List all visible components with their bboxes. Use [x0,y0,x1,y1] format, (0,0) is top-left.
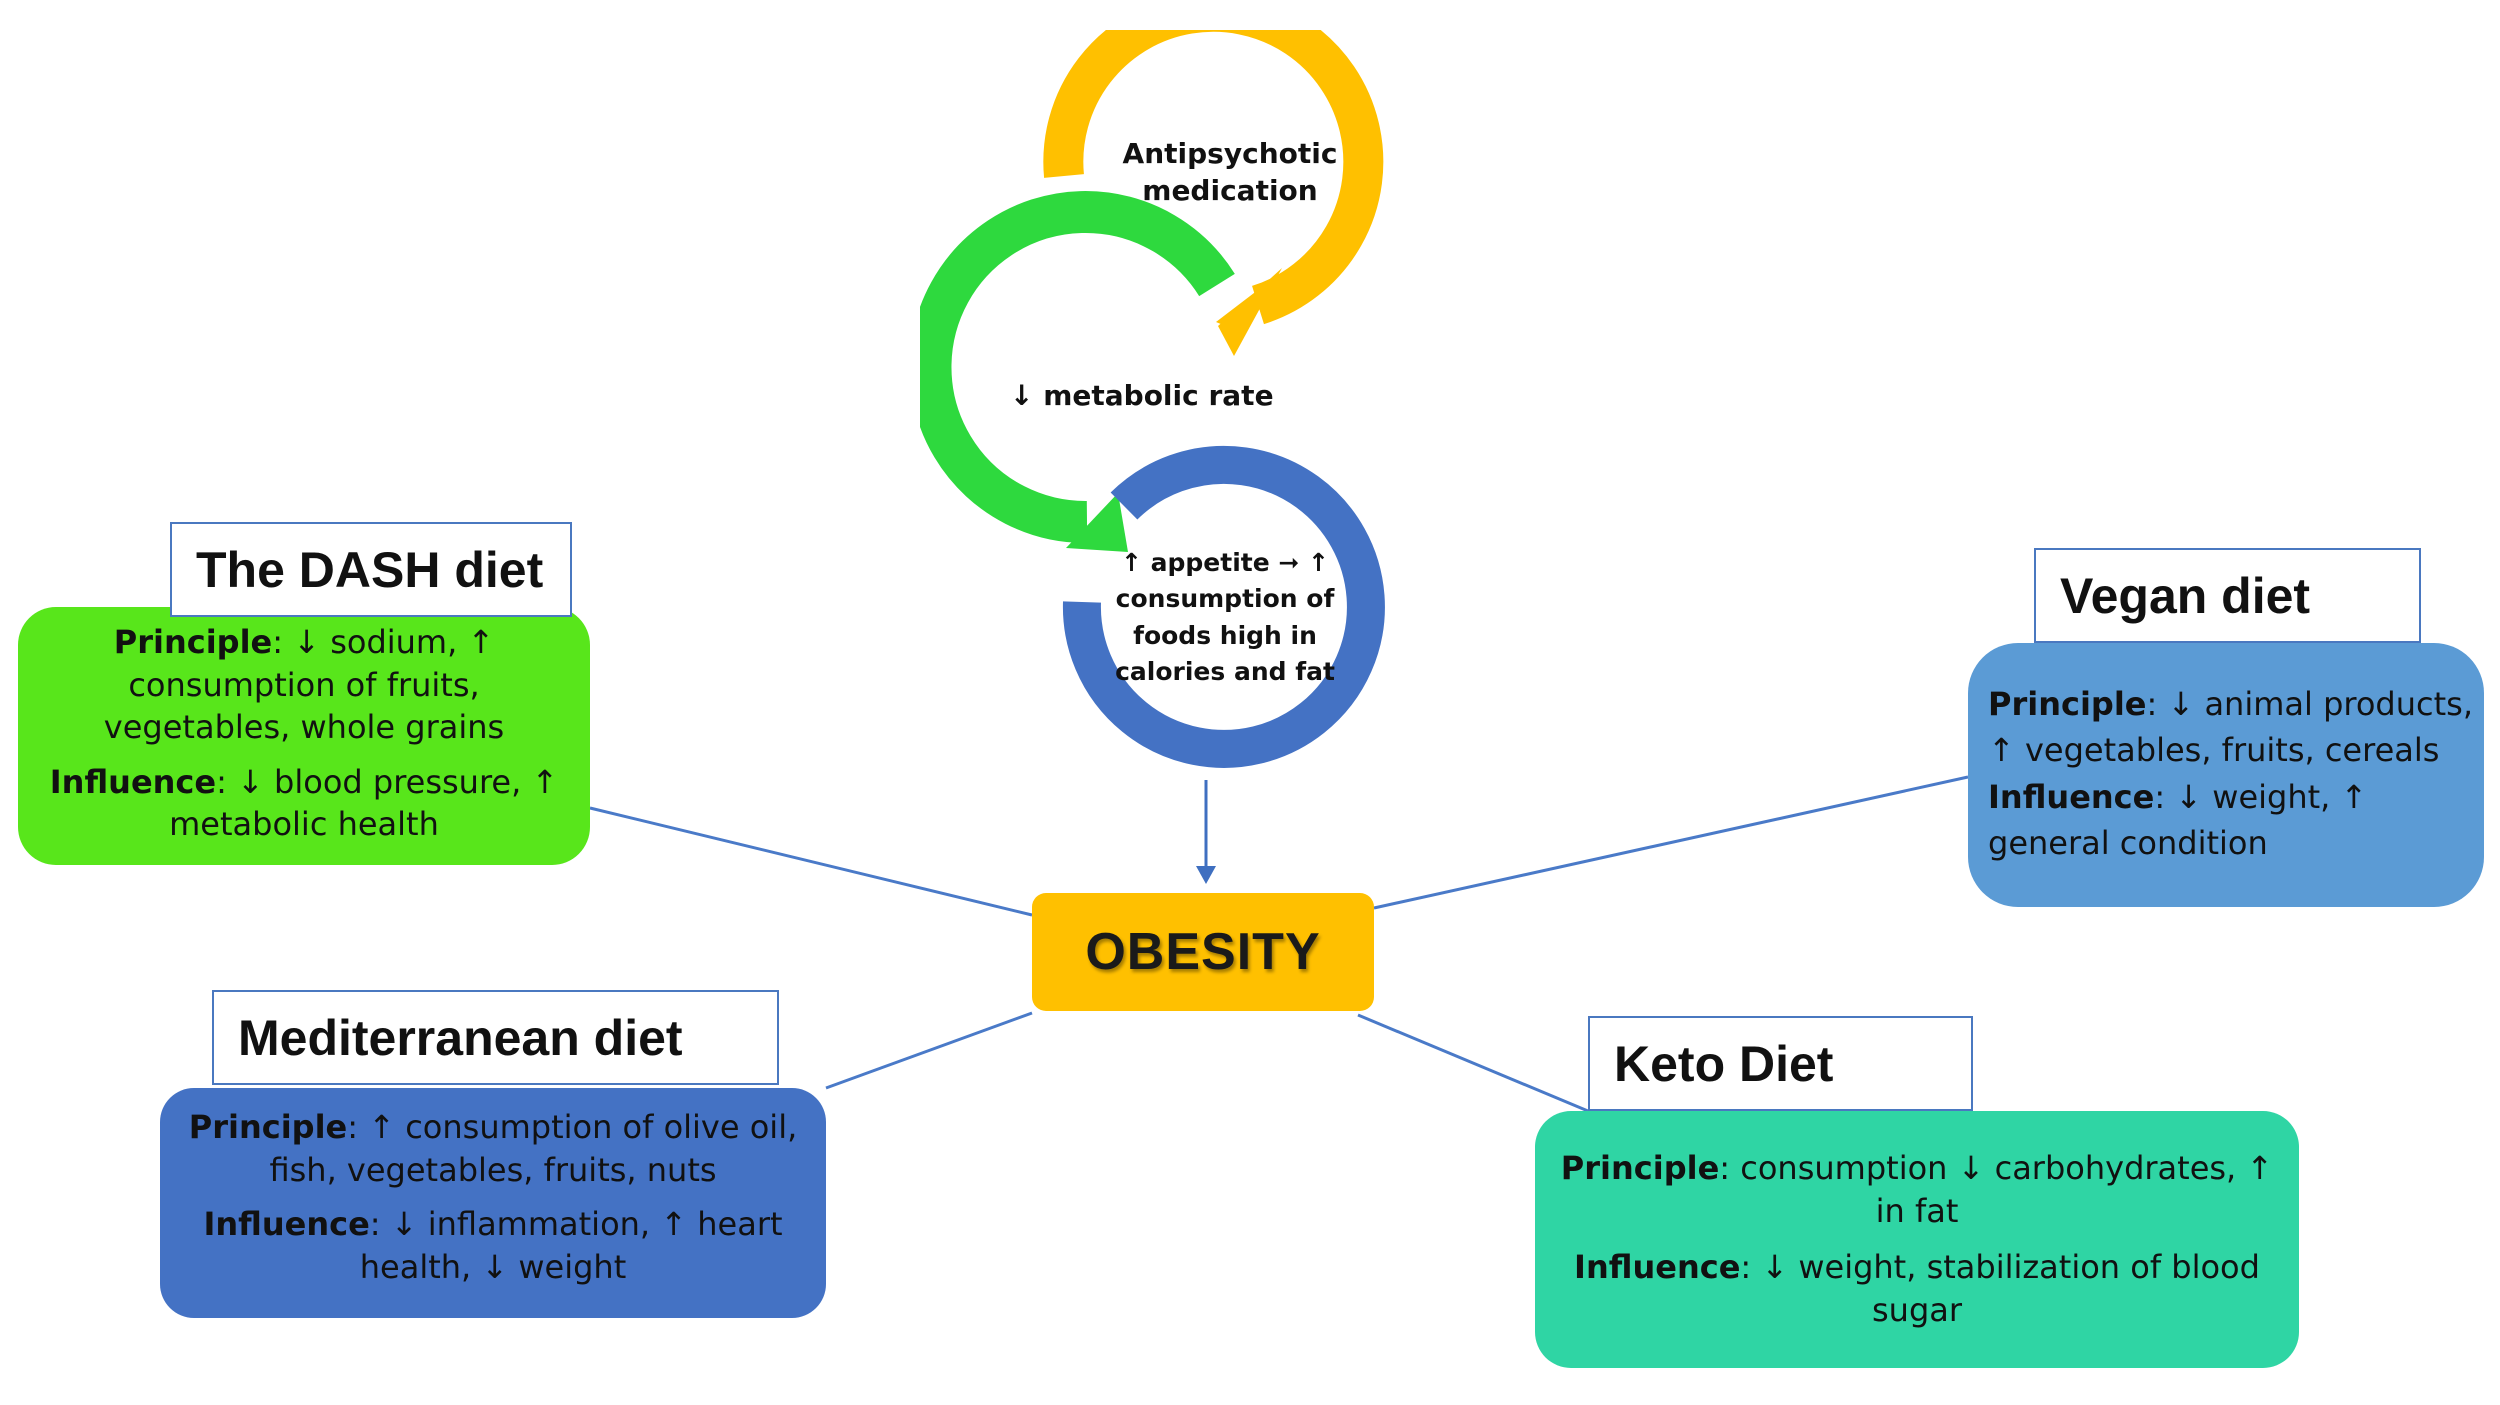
arrowhead-obesity [1196,866,1216,884]
mediterranean-principle-text: : ↑ consumption of olive oil, fish, vege… [269,1108,798,1189]
mediterranean-influence-text: : ↓ inflammation, ↑ heart health, ↓ weig… [359,1205,783,1286]
vegan-diet-title: Vegan diet [2034,548,2421,643]
mediterranean-principle: Principle: ↑ consumption of olive oil, f… [178,1106,808,1191]
connector-keto [1357,1013,1589,1113]
obesity-node: OBESITY [1032,893,1374,1011]
keto-principle-text: : consumption ↓ carbohydrates, ↑ in fat [1719,1149,2274,1230]
keto-influence-text: : ↓ weight, stabilization of blood sugar [1740,1248,2260,1329]
vegan-principle: Principle: ↓ animal products, ↑ vegetabl… [1988,681,2474,774]
keto-diet-title: Keto Diet [1588,1016,1973,1111]
keto-principle: Principle: consumption ↓ carbohydrates, … [1555,1147,2279,1232]
connector-mediterranean [825,1011,1033,1090]
cycle-arrowhead-metabolic [1066,493,1128,552]
obesity-label: OBESITY [1085,923,1321,981]
mediterranean-influence-label: Influence [203,1205,370,1244]
connector-dash [589,806,1033,917]
cycle-arrowhead-antipsychotic-main [1218,268,1282,356]
mediterranean-diet-box: Principle: ↑ consumption of olive oil, f… [160,1088,826,1318]
cycle-label-appetite-line2: consumption of [1115,584,1335,614]
vegan-diet-box: Principle: ↓ animal products, ↑ vegetabl… [1968,643,2484,907]
vegan-influence-text: : ↓ weight, ↑ general condition [1988,777,2368,863]
cycle-label-metabolic: ↓ metabolic rate [1010,379,1274,412]
dash-influence: Influence: ↓ blood pressure, ↑ metabolic… [36,761,572,846]
cycle-label-appetite-line1: ↑ appetite ➞ ↑ [1121,548,1329,577]
cycle-diagram [920,30,1385,768]
cycle-label-antipsychotic: Antipsychotic medication [1100,136,1360,210]
dash-influence-label: Influence [49,762,217,801]
dash-principle-label: Principle [113,623,273,661]
cycle-label-appetite-line3: foods high in [1133,620,1317,650]
vegan-influence: Influence: ↓ weight, ↑ general condition [1988,774,2474,867]
cycle-arrow-metabolic [920,191,1235,544]
keto-diet-box: Principle: consumption ↓ carbohydrates, … [1535,1111,2299,1368]
keto-influence-label: Influence [1574,1248,1741,1287]
dash-diet-title: The DASH diet [170,522,572,617]
cycle-label-antipsychotic-line2: medication [1142,173,1318,207]
mediterranean-influence: Influence: ↓ inflammation, ↑ heart healt… [178,1203,808,1288]
vegan-principle-label: Principle [1988,685,2147,723]
keto-principle-label: Principle [1560,1149,1720,1187]
dash-principle-text: : ↓ sodium, ↑ consumption of fruits, veg… [103,623,505,747]
cycle-arrow-antipsychotic [1043,30,1384,325]
cycle-label-antipsychotic-line1: Antipsychotic [1122,137,1338,170]
vegan-influence-label: Influence [1988,777,2155,816]
mediterranean-principle-label: Principle [188,1108,348,1146]
cycle-label-appetite: ↑ appetite ➞ ↑ consumption of foods high… [1095,545,1355,690]
vegan-principle-text: : ↓ animal products, ↑ vegetables, fruit… [1988,685,2473,770]
mediterranean-diet-title: Mediterranean diet [212,990,779,1085]
keto-influence: Influence: ↓ weight, stabilization of bl… [1555,1246,2279,1331]
connector-vegan [1373,775,1969,910]
cycle-arrow-appetite [1062,445,1385,768]
dash-influence-text: : ↓ blood pressure, ↑ metabolic health [169,762,559,844]
dash-diet-box: Principle: ↓ sodium, ↑ consumption of fr… [18,607,590,865]
cycle-label-appetite-line4: calories and fat [1115,656,1335,686]
dash-principle: Principle: ↓ sodium, ↑ consumption of fr… [36,621,572,749]
